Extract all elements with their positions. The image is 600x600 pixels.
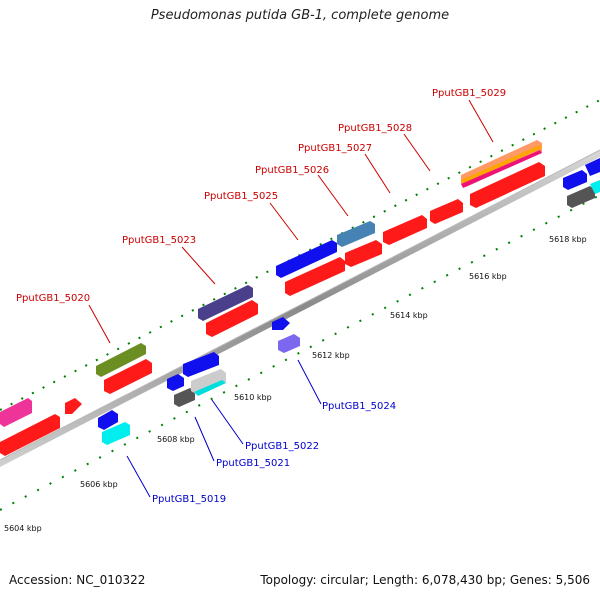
feature-block xyxy=(198,285,253,321)
forward-gene-label: PputGB1_5027 xyxy=(298,143,372,154)
forward-gene-label: PputGB1_5020 xyxy=(16,293,90,304)
cds-block xyxy=(345,240,382,267)
feature-block xyxy=(191,369,226,394)
feature-block xyxy=(174,388,195,407)
forward-gene-label: PputGB1_5026 xyxy=(255,165,329,176)
feature-block xyxy=(272,317,290,330)
cds-block xyxy=(285,257,345,296)
feature-block xyxy=(278,334,300,353)
feature-block xyxy=(102,422,130,445)
forward-features xyxy=(0,140,545,456)
cds-block xyxy=(0,414,60,456)
feature-block xyxy=(98,410,118,430)
reverse-gene-label: PputGB1_5019 xyxy=(152,494,226,505)
label-leaders-reverse xyxy=(126,359,322,498)
scale-label: 5608 kbp xyxy=(157,435,195,444)
feature-block xyxy=(590,180,600,194)
reverse-gene-label: PputGB1_5024 xyxy=(322,401,396,412)
topology-text: Topology: circular; xyxy=(260,573,369,587)
scale-label: 5606 kbp xyxy=(80,480,118,489)
cds-block xyxy=(206,300,258,337)
tick-track-inner xyxy=(0,194,600,511)
cds-block xyxy=(383,215,427,245)
reverse-gene-label: PputGB1_5022 xyxy=(245,441,319,452)
feature-block xyxy=(337,221,375,247)
cds-block xyxy=(104,359,152,394)
genes-count-text: Genes: 5,506 xyxy=(509,573,590,587)
feature-block xyxy=(183,352,219,377)
feature-block xyxy=(563,170,587,190)
length-text: Length: 6,078,430 bp; xyxy=(372,573,507,587)
reverse-features xyxy=(98,158,600,445)
scale-label: 5612 kbp xyxy=(312,351,350,360)
forward-gene-label: PputGB1_5028 xyxy=(338,123,412,134)
map-title: Pseudomonas putida GB-1, complete genome xyxy=(150,8,450,23)
scale-label: 5604 kbp xyxy=(4,524,42,533)
genome-backbone xyxy=(0,149,600,467)
cds-block xyxy=(65,398,82,414)
feature-block xyxy=(194,380,226,396)
feature-block xyxy=(585,158,600,176)
scale-label: 5610 kbp xyxy=(234,393,272,402)
forward-gene-label: PputGB1_5023 xyxy=(122,235,196,246)
feature-block xyxy=(167,374,184,391)
scale-label: 5614 kbp xyxy=(390,311,428,320)
accession-text: Accession: NC_010322 xyxy=(9,573,146,587)
scale-label: 5616 kbp xyxy=(469,272,507,281)
feature-block xyxy=(567,186,595,208)
reverse-gene-label: PputGB1_5021 xyxy=(216,458,290,469)
genome-summary: Topology: circular; Length: 6,078,430 bp… xyxy=(260,573,590,587)
cds-block xyxy=(430,199,463,224)
cds-block xyxy=(470,162,545,208)
feature-block xyxy=(276,240,337,278)
feature-block xyxy=(0,398,32,427)
scale-label: 5618 kbp xyxy=(549,235,587,244)
forward-gene-label: PputGB1_5029 xyxy=(432,88,506,99)
label-leaders-forward xyxy=(88,99,494,344)
feature-block xyxy=(96,343,146,377)
forward-gene-label: PputGB1_5025 xyxy=(204,191,278,202)
